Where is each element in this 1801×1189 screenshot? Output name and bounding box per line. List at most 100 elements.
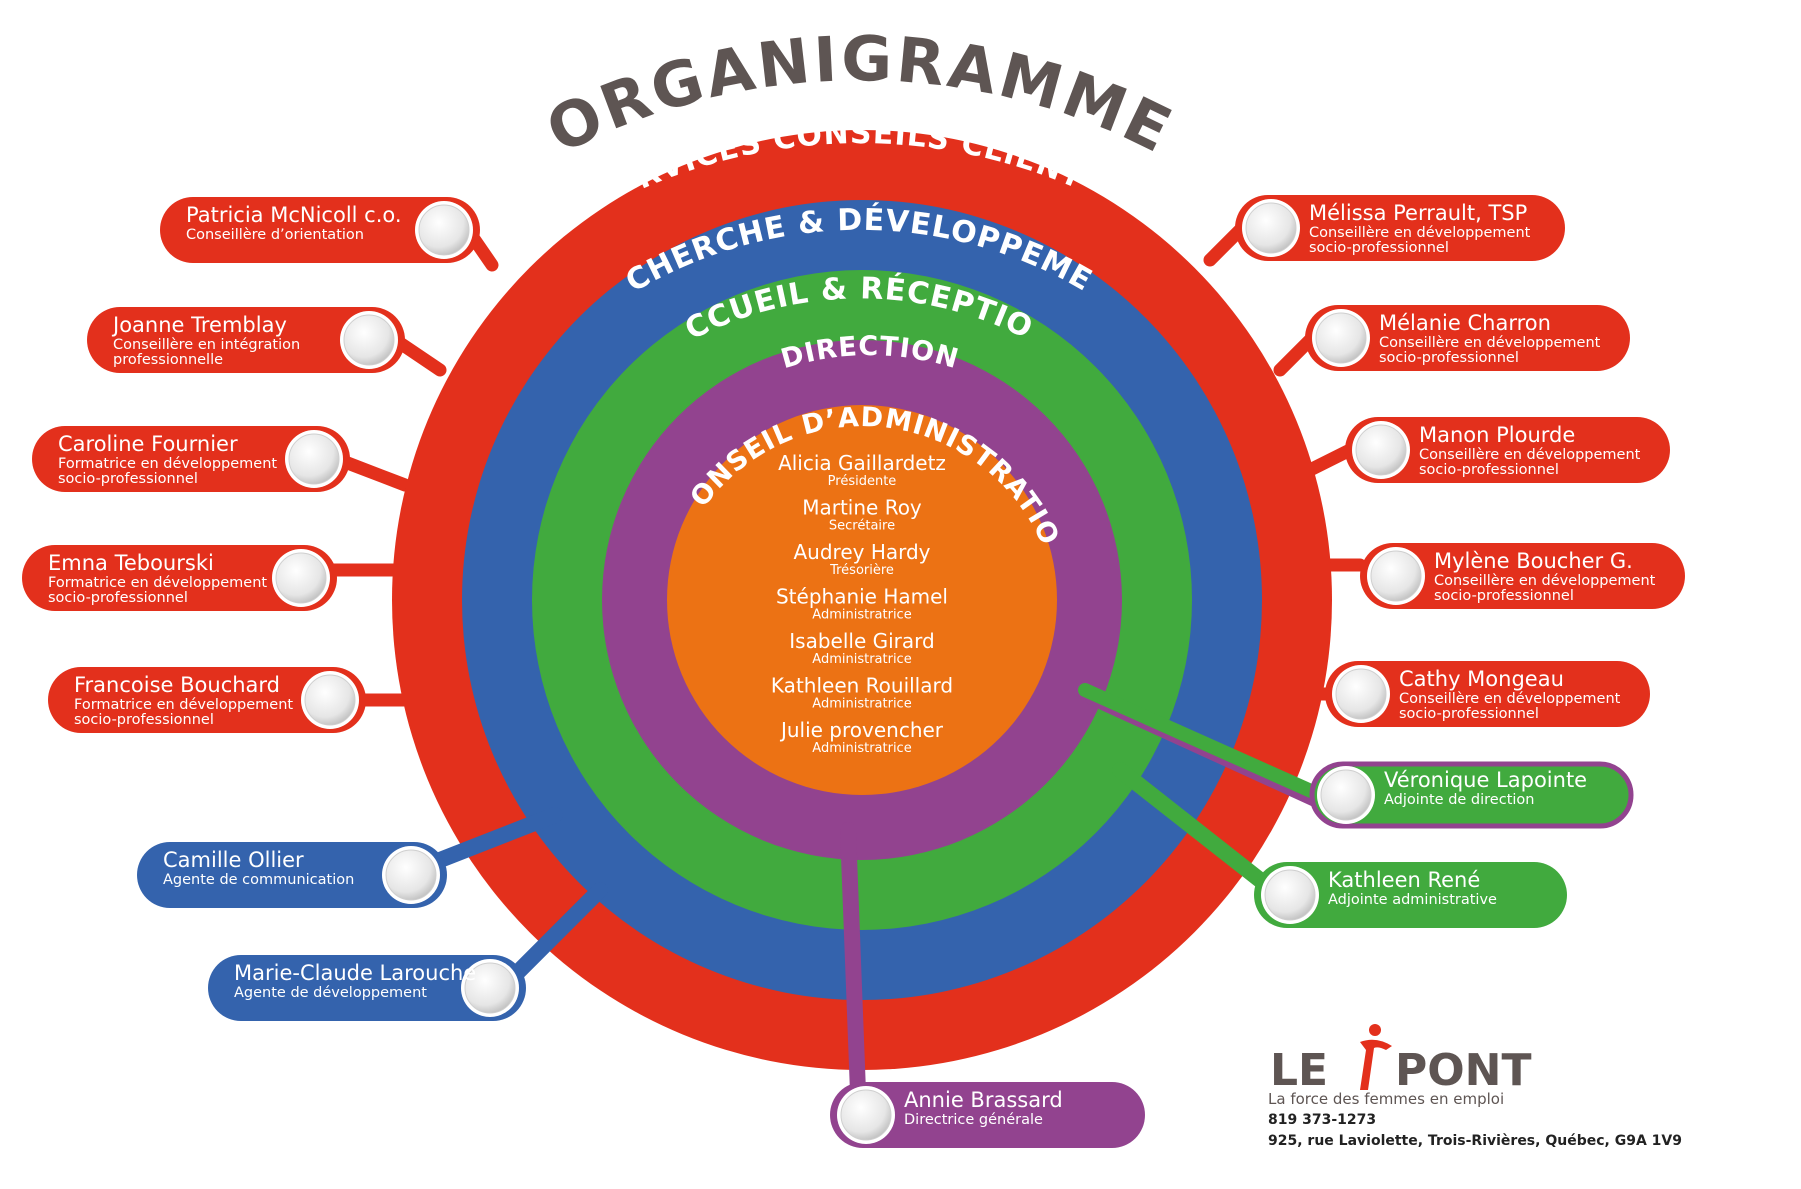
avatar-icon — [415, 201, 473, 259]
avatar-icon — [1332, 665, 1390, 723]
staff-role: socio-professionnel — [1379, 350, 1519, 366]
board-member-role: Administratrice — [812, 697, 911, 712]
staff-name: Camille Ollier — [163, 848, 304, 872]
board-member-name: Isabelle Girard — [789, 629, 934, 653]
avatar-icon — [301, 671, 359, 729]
connector-line — [1112, 762, 1268, 888]
avatar-icon — [382, 846, 440, 904]
staff-name: Emna Tebourski — [48, 551, 214, 575]
avatar-icon — [1242, 199, 1300, 257]
staff-role: socio-professionnel — [48, 590, 188, 606]
staff-card[interactable]: Patricia McNicoll c.o.Conseillère d’orie… — [160, 197, 480, 263]
staff-card-bg — [137, 842, 447, 908]
staff-role: Formatrice en développement — [74, 697, 293, 713]
staff-card-bg — [1310, 762, 1633, 828]
staff-role: socio-professionnel — [1399, 706, 1539, 722]
connector-line — [507, 882, 608, 983]
staff-card-bg — [22, 545, 337, 611]
staff-name: Caroline Fournier — [58, 432, 238, 456]
staff-role: Conseillère en développement — [1379, 335, 1601, 351]
staff-name: Mélanie Charron — [1379, 311, 1551, 335]
board-member-name: Alicia Gaillardetz — [778, 451, 946, 475]
staff-role: socio-professionnel — [58, 471, 198, 487]
board-member-name: Stéphanie Hamel — [776, 585, 948, 609]
staff-card-bg — [1235, 195, 1565, 261]
board-member-name: Audrey Hardy — [793, 540, 930, 564]
connector-line — [432, 807, 563, 868]
staff-role: Conseillère en intégration — [113, 337, 300, 353]
board-member-role: Administratrice — [812, 652, 911, 667]
avatar-icon — [1312, 309, 1370, 367]
board-member-name: Julie provencher — [779, 718, 944, 742]
staff-name: Joanne Tremblay — [111, 313, 287, 337]
board-member-role: Trésorière — [829, 563, 894, 578]
staff-role: Conseillère en développement — [1434, 573, 1656, 589]
logo-block: LE PONT La force des femmes en emploi 81… — [1268, 1024, 1682, 1149]
staff-role: Adjointe de direction — [1384, 792, 1534, 808]
connector-line — [840, 822, 866, 1100]
staff-card-bg — [160, 197, 480, 263]
staff-card-bg — [32, 426, 350, 492]
staff-role: Conseillère en développement — [1399, 691, 1621, 707]
staff-role: professionnelle — [113, 352, 223, 368]
board-member-role: Administratrice — [812, 741, 911, 756]
board-member-role: Secrétaire — [829, 519, 895, 534]
staff-card-bg — [830, 1082, 1145, 1148]
staff-role: Conseillère en développement — [1419, 447, 1641, 463]
staff-card-bg — [1254, 862, 1567, 928]
staff-name: Cathy Mongeau — [1399, 667, 1564, 691]
staff-role: Adjointe administrative — [1328, 892, 1497, 908]
staff-card-bg — [208, 955, 526, 1021]
connector-line — [1273, 333, 1317, 377]
logo-address: 925, rue Laviolette, Trois-Rivières, Qué… — [1268, 1133, 1682, 1149]
staff-role: Agente de communication — [163, 872, 354, 888]
staff-name: Marie-Claude Larouche — [234, 961, 476, 985]
logo-le: LE — [1270, 1045, 1328, 1096]
staff-name: Francoise Bouchard — [74, 673, 280, 697]
avatar-icon — [1352, 421, 1410, 479]
staff-name: Manon Plourde — [1419, 423, 1575, 447]
avatar-icon — [837, 1086, 895, 1144]
staff-role: socio-professionnel — [1309, 240, 1449, 256]
avatar-icon — [340, 311, 398, 369]
staff-role: Formatrice en développement — [48, 575, 267, 591]
board-member-name: Martine Roy — [802, 496, 922, 520]
avatar-icon — [272, 549, 330, 607]
staff-card-bg — [1325, 661, 1650, 727]
logo-pont: PONT — [1395, 1045, 1532, 1096]
staff-card-bg — [1305, 305, 1630, 371]
staff-name: Patricia McNicoll c.o. — [186, 203, 402, 227]
staff-role: socio-professionnel — [1434, 588, 1574, 604]
staff-card-bg — [1345, 417, 1670, 483]
staff-role: Directrice générale — [904, 1112, 1043, 1128]
avatar-icon — [285, 430, 343, 488]
staff-name: Véronique Lapointe — [1384, 768, 1587, 792]
connector-line — [393, 336, 447, 377]
avatar-icon — [1367, 547, 1425, 605]
staff-card[interactable]: Mylène Boucher G.Conseillère en développ… — [1360, 543, 1685, 609]
board-member-role: Administratrice — [812, 608, 911, 623]
avatar-icon — [461, 959, 519, 1017]
connector-lines-front — [432, 683, 1327, 1100]
connector-line — [1303, 443, 1357, 477]
staff-pills: Patricia McNicoll c.o.Conseillère d’orie… — [22, 195, 1685, 1148]
staff-card-bg — [1360, 543, 1685, 609]
connector-line — [1078, 683, 1327, 802]
staff-card-bg — [48, 667, 366, 733]
staff-name: Annie Brassard — [904, 1088, 1063, 1112]
